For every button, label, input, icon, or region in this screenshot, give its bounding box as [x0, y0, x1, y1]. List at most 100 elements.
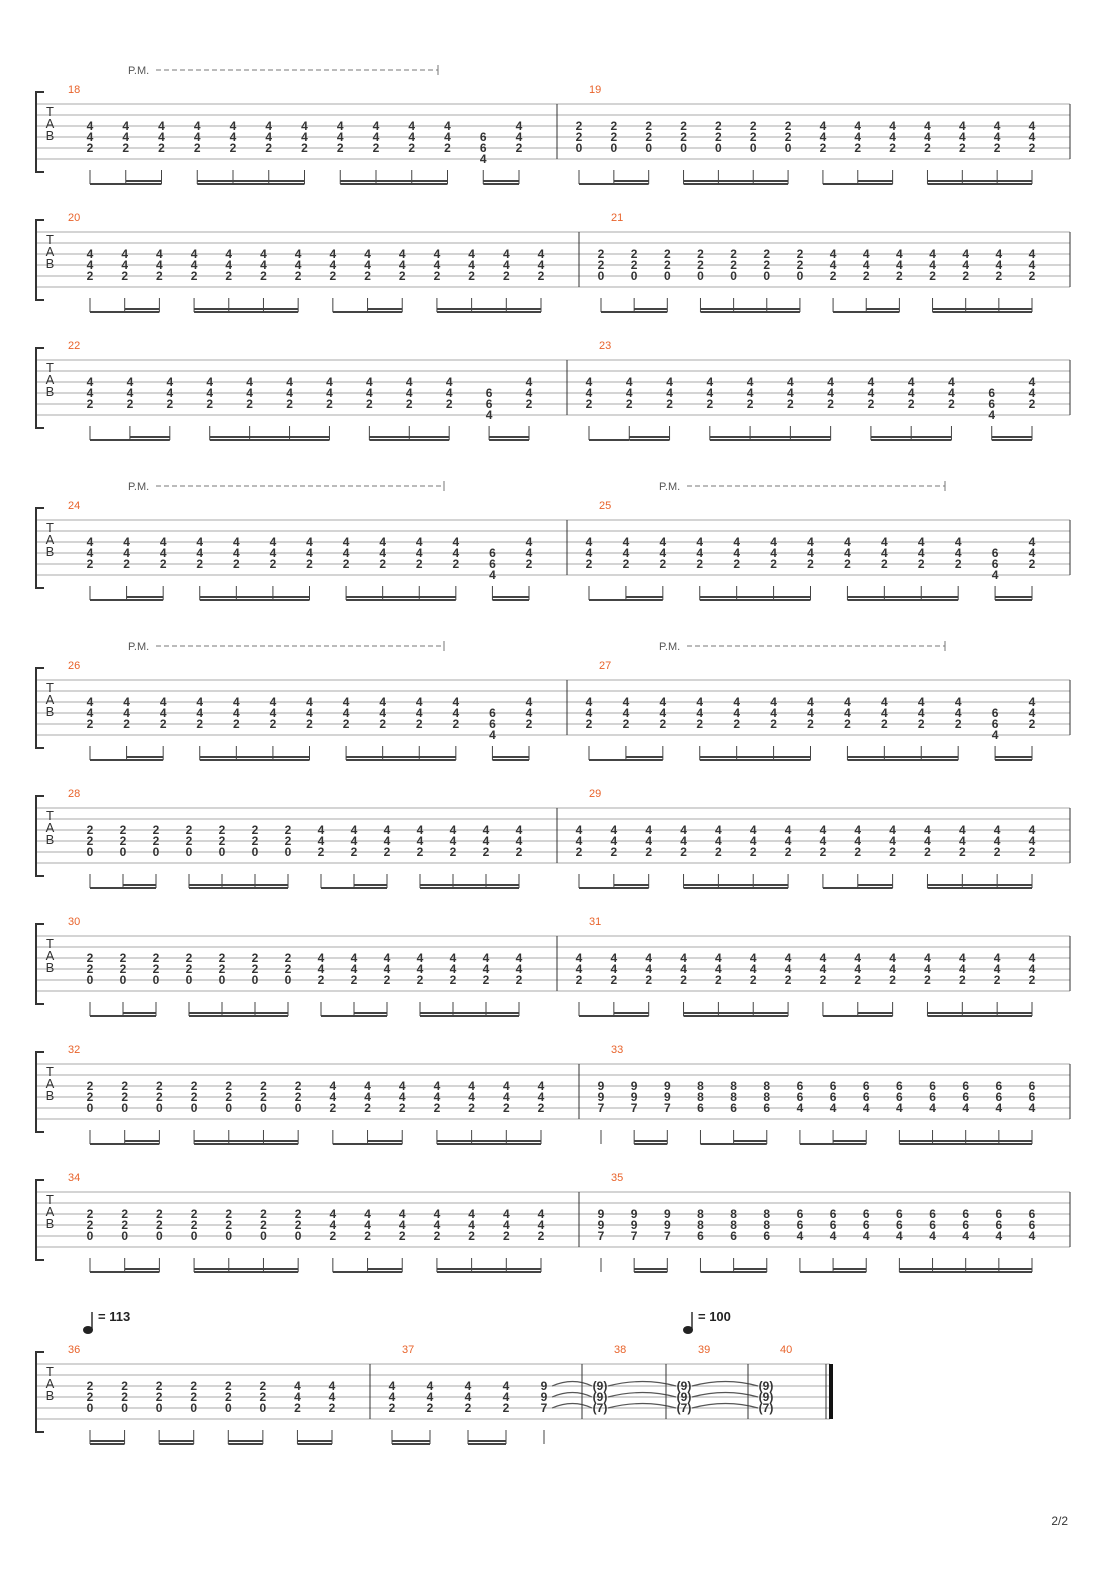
fret-number: 4: [1029, 546, 1036, 560]
fret-number: 6: [863, 1090, 870, 1104]
fret-number: 8: [763, 1079, 770, 1093]
fret-number: 2: [785, 845, 792, 859]
fret-number: 6: [489, 717, 496, 731]
fret-number: 0: [715, 141, 722, 155]
measure-28: 2822022022022022022022044244244244244244…: [68, 788, 523, 889]
fret-number: 2: [190, 1379, 197, 1393]
tab-letter-a: A: [46, 1076, 55, 1091]
fret-number: 4: [452, 695, 459, 709]
fret-number: 4: [659, 546, 666, 560]
fret-number: 4: [1029, 247, 1036, 261]
fret-number: 4: [158, 119, 165, 133]
fret-number: 4: [924, 130, 931, 144]
fret-number: 2: [206, 397, 213, 411]
fret-number: 4: [516, 119, 523, 133]
fret-number: 4: [586, 706, 593, 720]
fret-number: 4: [820, 823, 827, 837]
fret-number: 2: [468, 1101, 475, 1115]
measure-38: 38(9)(9)(7): [593, 1344, 677, 1415]
fret-number: 4: [384, 962, 391, 976]
fret-number: 2: [233, 717, 240, 731]
fret-number: 4: [406, 375, 413, 389]
fret-number: 4: [516, 962, 523, 976]
fret-number: 4: [206, 375, 213, 389]
fret-number: 2: [450, 845, 457, 859]
fret-number: 2: [294, 1401, 301, 1415]
fret-number: 4: [337, 119, 344, 133]
tab-letter-a: A: [46, 948, 55, 963]
fret-number: 2: [962, 269, 969, 283]
fret-number: 4: [733, 535, 740, 549]
fret-number: 4: [948, 375, 955, 389]
fret-number: 4: [994, 834, 1001, 848]
fret-number: 2: [844, 717, 851, 731]
fret-number: 4: [364, 1218, 371, 1232]
fret-number: 2: [270, 557, 277, 571]
fret-number: 4: [87, 386, 94, 400]
fret-number: 2: [127, 397, 134, 411]
fret-number: 4: [306, 695, 313, 709]
tab-letter-a: A: [46, 692, 55, 707]
fret-number: 4: [1029, 535, 1036, 549]
fret-number: 4: [483, 962, 490, 976]
fret-number: 4: [538, 1090, 545, 1104]
fret-number: 4: [747, 386, 754, 400]
fret-number: 9: [598, 1079, 605, 1093]
fret-number: 4: [416, 535, 423, 549]
fret-number: 2: [576, 973, 583, 987]
fret-number: 4: [306, 706, 313, 720]
fret-number: 4: [623, 546, 630, 560]
fret-number: 2: [706, 397, 713, 411]
fret-number: 2: [326, 397, 333, 411]
fret-number: 2: [329, 1401, 336, 1415]
fret-number: 4: [483, 951, 490, 965]
tab-letter-b: B: [46, 1216, 55, 1231]
fret-number: 4: [166, 386, 173, 400]
fret-number: 6: [486, 397, 493, 411]
fret-number: 2: [121, 1379, 128, 1393]
fret-number: (7): [759, 1401, 774, 1415]
fret-number: 0: [156, 1229, 163, 1243]
fret-number: 2: [827, 397, 834, 411]
tab-letter-t: T: [46, 680, 54, 695]
fret-number: 2: [160, 557, 167, 571]
fret-number: 2: [626, 397, 633, 411]
fret-number: 6: [730, 1229, 737, 1243]
fret-number: (9): [677, 1390, 692, 1404]
fret-number: 2: [631, 258, 638, 272]
tab-letter-a: A: [46, 372, 55, 387]
fret-number: 4: [225, 258, 232, 272]
fret-number: 4: [233, 706, 240, 720]
fret-number: 2: [918, 557, 925, 571]
staff-bracket: [35, 91, 44, 173]
fret-number: 4: [166, 375, 173, 389]
fret-number: 7: [664, 1101, 671, 1115]
tab-letter-a: A: [46, 116, 55, 131]
fret-number: 2: [807, 557, 814, 571]
fret-number: 7: [541, 1401, 548, 1415]
fret-number: 2: [285, 823, 292, 837]
fret-number: 2: [854, 973, 861, 987]
fret-number: 4: [955, 695, 962, 709]
fret-number: 2: [408, 141, 415, 155]
fret-number: 2: [730, 247, 737, 261]
fret-number: 9: [631, 1207, 638, 1221]
fret-number: 2: [918, 717, 925, 731]
fret-number: 2: [286, 397, 293, 411]
fret-number: 4: [623, 535, 630, 549]
tab-letter-b: B: [46, 128, 55, 143]
fret-number: 4: [659, 535, 666, 549]
fret-number: 2: [785, 973, 792, 987]
fret-number: 2: [87, 962, 94, 976]
fret-number: 0: [260, 1229, 267, 1243]
fret-number: 2: [121, 1090, 128, 1104]
fret-number: 4: [384, 823, 391, 837]
fret-number: 4: [924, 823, 931, 837]
fret-number: 4: [1029, 695, 1036, 709]
fret-number: 4: [416, 706, 423, 720]
fret-number: 2: [881, 557, 888, 571]
fret-number: 0: [121, 1101, 128, 1115]
fret-number: 4: [233, 546, 240, 560]
fret-number: 2: [468, 1229, 475, 1243]
